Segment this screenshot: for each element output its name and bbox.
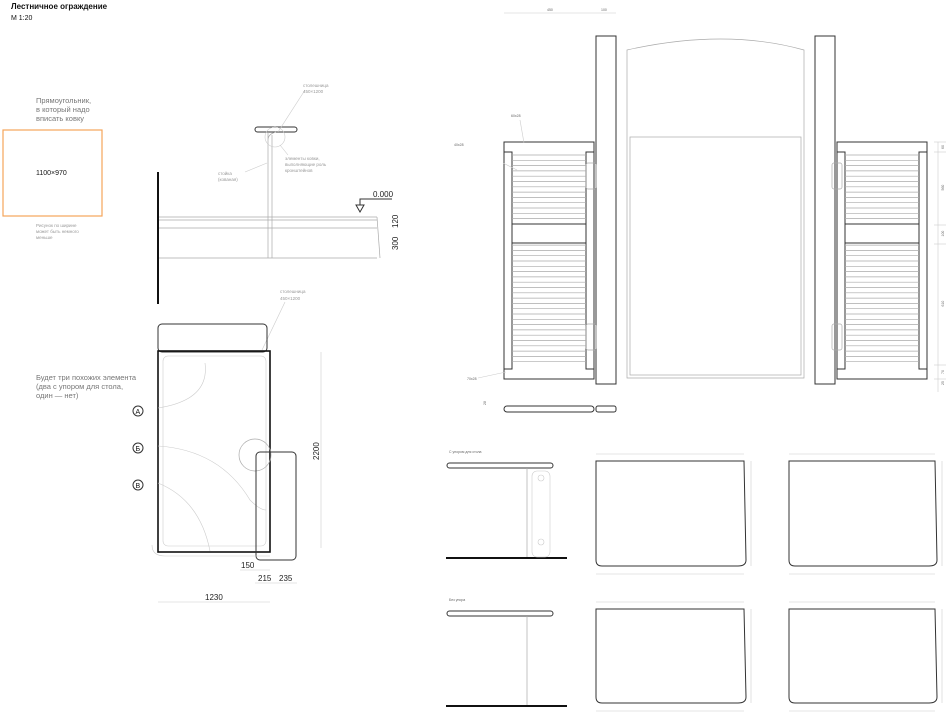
dim-width: 1230 (205, 593, 223, 602)
hinge-icon (831, 162, 843, 190)
sheet-scale: М 1:20 (11, 15, 33, 22)
bottom-rail-label: 70x28 (467, 377, 477, 381)
tabletop (446, 462, 554, 469)
tabletop-pattern-outline (788, 460, 938, 567)
bolt-icon (537, 538, 545, 546)
marker-v: В (132, 479, 144, 491)
dim-120: 120 (391, 214, 400, 228)
dim-label: 610 (941, 301, 945, 307)
note-line: Прямоугольник, (36, 96, 91, 105)
gate-elevation: 450 100 40x28 60x28 70x28 28 60 560 100 610… (454, 8, 946, 413)
dim-215: 215 (258, 574, 272, 583)
dim-label: 60 (941, 145, 945, 149)
dim-label: 100 (941, 231, 945, 237)
table-caption: Без упора (449, 598, 465, 602)
leaf-frame (836, 141, 928, 380)
bolt-icon (537, 474, 545, 482)
sheet-title: Лестничное ограждение (11, 2, 108, 11)
table-detail: С упором для стола (446, 450, 943, 575)
hinge-icon (831, 323, 843, 351)
tabletop-label: 450×1200 (303, 89, 324, 94)
note-line: (два с упором для стола, (36, 382, 123, 391)
dim-100: 100 (601, 8, 607, 12)
note-line: один — нет) (36, 391, 79, 400)
leaf-frame (503, 141, 595, 380)
right-dimension-chain: 60 560 100 610 70 25 (934, 141, 946, 392)
dim-300: 300 (391, 236, 400, 250)
tabletop-label: столешница (303, 83, 329, 88)
inscribed-rect-note: Прямоугольник, в который надо вписать ко… (2, 96, 103, 240)
tabletop-label: 450×1200 (280, 296, 301, 301)
top-rail-label: 60x28 (511, 114, 521, 118)
level-mark-label: 0.000 (373, 190, 394, 199)
dim-150: 150 (241, 561, 255, 570)
svg-text:А: А (136, 409, 141, 416)
dim-thickness: 28 (483, 401, 487, 405)
dim-label: 25 (941, 381, 945, 385)
post-label: стойка (218, 170, 232, 176)
inscribed-rectangle (2, 129, 103, 217)
post-label: (кованая) (218, 177, 238, 182)
stile (836, 151, 846, 370)
section-view: столешница 450×1200 стойка (кованая) эле… (157, 83, 400, 304)
bracket (531, 470, 551, 558)
tabletop-pattern-outline (595, 460, 747, 567)
marker-b: Б (132, 442, 144, 454)
tabletop-pattern-outline (788, 608, 938, 704)
stile (585, 151, 595, 370)
dim-235: 235 (279, 574, 293, 583)
note-line: вписать ковку (36, 114, 84, 123)
footnote-line: меньше (36, 235, 53, 240)
bracket-label: элементы ковки, (285, 156, 320, 161)
tabletop (446, 610, 554, 617)
marker-a: А (132, 405, 144, 417)
footnote-line: Рисунок по ширине (36, 223, 77, 228)
svg-text:В: В (136, 483, 141, 490)
footnote-line: может быть немного (36, 229, 79, 234)
stile (918, 151, 928, 370)
rect-size-label: 1100×970 (36, 170, 67, 177)
dim-height: 2200 (312, 442, 321, 460)
gate-leaf-left (503, 141, 597, 380)
dim-450: 450 (547, 8, 553, 12)
bracket-label: выполняющие роль (285, 162, 327, 167)
hinge-icon (585, 323, 597, 351)
table-detail: Без упора (446, 598, 943, 712)
stile-label: 40x28 (454, 143, 464, 147)
bracket-label: кронштейнов (285, 167, 313, 173)
dim-label: 560 (941, 185, 945, 191)
svg-text:Б: Б (136, 446, 141, 453)
note-line: в который надо (36, 105, 90, 114)
note-line: Будет три похожих элемента (36, 373, 137, 382)
table-caption: С упором для стола (449, 450, 482, 454)
tabletop-pattern-outline (595, 608, 747, 704)
gate-leaf-right (831, 141, 928, 380)
plan-view: столешница 450×1200 А Б В Будет три похо… (36, 289, 322, 603)
level-mark-icon (355, 198, 392, 214)
tabletop-label: столешница (280, 289, 306, 294)
dim-label: 70 (941, 370, 945, 374)
hinge-icon (585, 162, 597, 190)
stile (503, 151, 513, 370)
